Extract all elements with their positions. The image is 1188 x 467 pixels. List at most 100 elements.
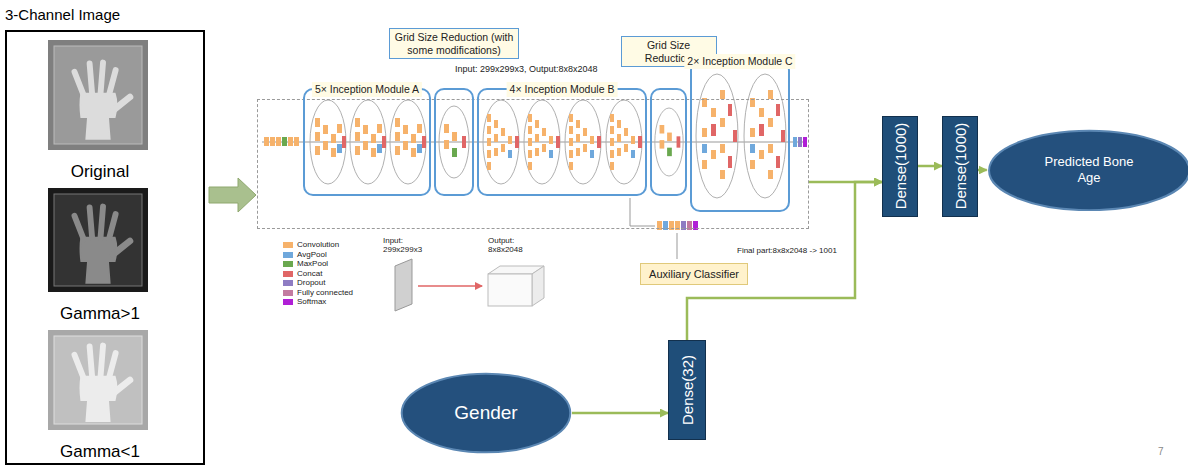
annotation: Output: 8x8x2048: [488, 236, 534, 254]
node-label: 3-Channel Image: [5, 6, 120, 23]
decor-use: [524, 100, 560, 184]
module-group: Grid Size Reduction (with some modificat…: [434, 88, 474, 196]
legend-label: AvgPool: [297, 250, 327, 259]
module-group: 2× Inception Module C: [690, 60, 790, 212]
node-label: Predicted Bone Age: [1034, 154, 1144, 185]
decor-use: [744, 74, 786, 198]
decor-rect: [663, 221, 668, 230]
flow-connector: [687, 182, 882, 340]
decor-rect: [681, 221, 686, 230]
decor-rect: [270, 137, 275, 146]
decor-rect: [675, 221, 680, 230]
shape-sketch: [395, 259, 544, 311]
auxiliary-branch: [630, 198, 698, 259]
legend-row: MaxPool: [283, 259, 328, 269]
node-label: 2× Inception Module C: [684, 54, 795, 69]
decor-rect: [798, 137, 802, 147]
legend-label: Fully connected: [297, 288, 353, 297]
node-label: Original: [28, 162, 172, 182]
decor-rect: [793, 137, 797, 147]
decor-rect: [803, 137, 807, 147]
node-label: Dense(1000): [952, 123, 969, 210]
xray-original: [48, 40, 148, 150]
decor-rect: [276, 137, 281, 146]
decor-rect: [54, 46, 142, 144]
block-arrow: [209, 178, 256, 212]
legend-swatch: [283, 290, 293, 296]
legend-row: Dropout: [283, 278, 325, 288]
node-label: Gamma<1: [28, 442, 172, 462]
input-ellipse: Gender: [400, 372, 572, 454]
decor-use: [350, 100, 386, 184]
xray-gamma-low: [48, 330, 148, 430]
node-label: Input: 299x299x3, Output:8x8x2048: [455, 64, 598, 74]
decor-use: [655, 108, 683, 176]
legend-row: Concat: [283, 269, 322, 279]
node-label: 4× Inception Module B: [507, 82, 618, 97]
ellipse-shape: [402, 374, 571, 453]
dense-layer: Dense(1000): [942, 116, 978, 217]
decor-rect: [54, 194, 142, 286]
decor-rect: [282, 137, 287, 146]
decor-line: [418, 285, 482, 287]
legend-label: Convolution: [297, 240, 339, 249]
legend-swatch: [283, 252, 293, 258]
decor-use: [310, 100, 346, 184]
module-group: Grid Size Reduction: [650, 88, 687, 196]
legend-row: AvgPool: [283, 250, 327, 260]
dense-layer: Dense(32): [668, 340, 706, 440]
legend-swatch: [283, 261, 293, 267]
node-label: Grid Size Reduction (with some modificat…: [389, 28, 519, 59]
decor-polygon: [395, 259, 412, 311]
page-number: 7: [1158, 446, 1164, 458]
decor-rect: [693, 221, 698, 230]
legend-swatch: [283, 299, 293, 305]
legend-label: MaxPool: [297, 259, 328, 268]
xray-image: Gamma>1: [28, 184, 172, 324]
inception-internals: [262, 74, 807, 198]
node-label: Dense(1000): [892, 123, 909, 210]
decor-rect: [48, 40, 148, 150]
dense-layer: Dense(1000): [882, 116, 918, 217]
decor-use: [696, 74, 738, 198]
flow-connector: [918, 165, 942, 168]
module-group: 4× Inception Module B: [477, 88, 647, 196]
node-label: Dense(32): [679, 355, 696, 425]
legend-row: Softmax: [283, 297, 326, 307]
flow-connector: [978, 169, 987, 172]
decor-use: [74, 207, 129, 283]
xray-image: Original: [28, 36, 172, 182]
node-label: Auxiliary Classifier: [649, 268, 739, 280]
decor-rect: [488, 274, 532, 306]
image-panel: 3-Channel ImageOriginalGamma>1Gamma<1: [5, 30, 205, 465]
module-group: 5× Inception Module A: [303, 88, 431, 196]
decor-rect: [54, 336, 142, 424]
legend-label: Softmax: [297, 297, 326, 306]
decor-use: [74, 63, 129, 139]
decor-rect: [48, 330, 148, 430]
decor-use: [483, 100, 519, 184]
decor-rect: [264, 137, 269, 146]
decor-g: [264, 137, 299, 146]
legend-label: Concat: [297, 269, 322, 278]
xray-gamma-high: [48, 188, 148, 292]
ellipse-shape: [989, 130, 1188, 210]
node-label: 5× Inception Module A: [312, 82, 422, 97]
decor-use: [439, 106, 469, 178]
decor-polygon: [532, 266, 544, 306]
node-label: Gamma>1: [28, 304, 172, 324]
decor-use: [390, 100, 426, 184]
xray-image: Gamma<1: [28, 328, 172, 462]
legend-row: Convolution: [283, 240, 339, 250]
output-ellipse: Predicted Bone Age: [987, 129, 1188, 212]
decor-rect: [657, 221, 662, 230]
legend-swatch: [283, 280, 293, 286]
decor-rect: [687, 221, 692, 230]
legend-swatch: [283, 271, 293, 277]
decor-rect: [288, 137, 293, 146]
decor-rect: [48, 188, 148, 292]
decor-line: [677, 233, 678, 259]
legend-swatch: [283, 242, 293, 248]
callout-box: Auxiliary Classifier: [640, 263, 748, 285]
